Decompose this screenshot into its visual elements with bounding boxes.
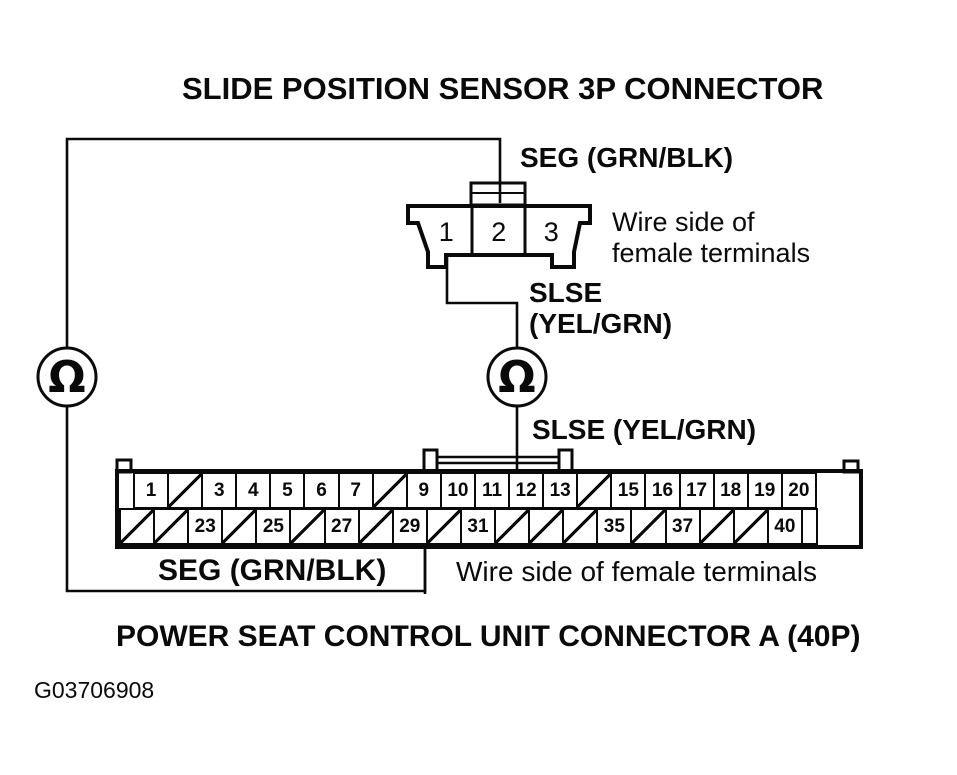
pin-3p-1: 1 [438, 216, 454, 247]
ohmmeter-left-symbol: Ω [48, 352, 86, 403]
pin-3p-2: 2 [491, 216, 507, 247]
title-40p-connector: POWER SEAT CONTROL UNIT CONNECTOR A (40P… [116, 620, 861, 653]
pin-cell-unused [371, 472, 408, 509]
pin-cell-unused [119, 508, 156, 545]
connector-40p-bottom-row: 23 25 27 29 31 35 37 40 [119, 508, 818, 545]
connector-40p-latch-post-right [557, 448, 574, 474]
pin-cell-unused [528, 508, 565, 545]
pin-cell-3: 3 [201, 472, 238, 509]
pin-cell-20: 20 [780, 472, 817, 509]
label-wire-side-3p-line2: female terminals [612, 238, 811, 268]
pin-cell-unused [562, 508, 599, 545]
pin-cell-40: 40 [766, 508, 803, 545]
wire-seg-top [65, 137, 502, 348]
connector-40p-latch-post-left [422, 448, 439, 474]
ohmmeter-right-circle [486, 346, 548, 408]
title-3p-connector: SLIDE POSITION SENSOR 3P CONNECTOR [182, 71, 824, 106]
pin-cell-unused [494, 508, 531, 545]
pin-cell-blank [800, 508, 818, 545]
pin-cell-unused [357, 508, 394, 545]
label-seg-bottom: SEG (GRN/BLK) [158, 554, 387, 587]
pin-cell-4: 4 [235, 472, 272, 509]
pin-cell-19: 19 [746, 472, 783, 509]
pin-cell-31: 31 [459, 508, 497, 545]
pin-cell-unused [732, 508, 769, 545]
pin-cell-35: 35 [596, 508, 633, 545]
pin-cell-unused [425, 508, 462, 545]
label-slse-inline: SLSE (YEL/GRN) [532, 414, 757, 445]
pin-cell-23: 23 [187, 508, 224, 545]
pin-cell-13: 13 [542, 472, 579, 509]
pin-cell-25: 25 [255, 508, 292, 545]
pin-cell-27: 27 [323, 508, 360, 545]
ohmmeter-right-symbol: Ω [498, 352, 536, 403]
pin-cell-7: 7 [337, 472, 374, 509]
connector-3p-body [406, 204, 592, 269]
pin-cell-1: 1 [133, 472, 170, 509]
pin-cell-10: 10 [439, 472, 476, 509]
label-wire-side-3p-line1: Wire side of [612, 207, 755, 237]
pin-cell-29: 29 [391, 508, 428, 545]
pin-cell-unused [153, 508, 190, 545]
pin-cell-6: 6 [303, 472, 340, 509]
pin-cell-12: 12 [508, 472, 545, 509]
wire-slse-upper [445, 257, 519, 348]
label-slse-line2: (YEL/GRN) [529, 308, 673, 339]
label-seg-top: SEG (GRN/BLK) [520, 142, 734, 173]
pin-cell-18: 18 [712, 472, 749, 509]
connector-40p-frame [115, 469, 863, 549]
connector-3p-pin-row: 1 2 3 [420, 208, 578, 256]
label-slse-line1: SLSE [529, 277, 603, 308]
pin-cell-unused [221, 508, 258, 545]
pin-cell-unused [630, 508, 667, 545]
pin-cell-5: 5 [269, 472, 306, 509]
pin-cell-16: 16 [644, 472, 681, 509]
pin-cell-unused [576, 472, 613, 509]
pin-cell-unused [698, 508, 735, 545]
pin-cell-11: 11 [473, 472, 511, 509]
label-wire-side-40p: Wire side of female terminals [456, 556, 818, 587]
pin-cell-unused [167, 472, 204, 509]
pin-cell-37: 37 [664, 508, 701, 545]
pin-3p-3: 3 [543, 216, 559, 247]
pin-cell-9: 9 [405, 472, 442, 509]
pin-cell-15: 15 [610, 472, 647, 509]
ohmmeter-left-circle [36, 346, 98, 408]
pin-cell-17: 17 [678, 472, 715, 509]
pin-cell-unused [289, 508, 326, 545]
figure-id: G03706908 [34, 677, 155, 703]
